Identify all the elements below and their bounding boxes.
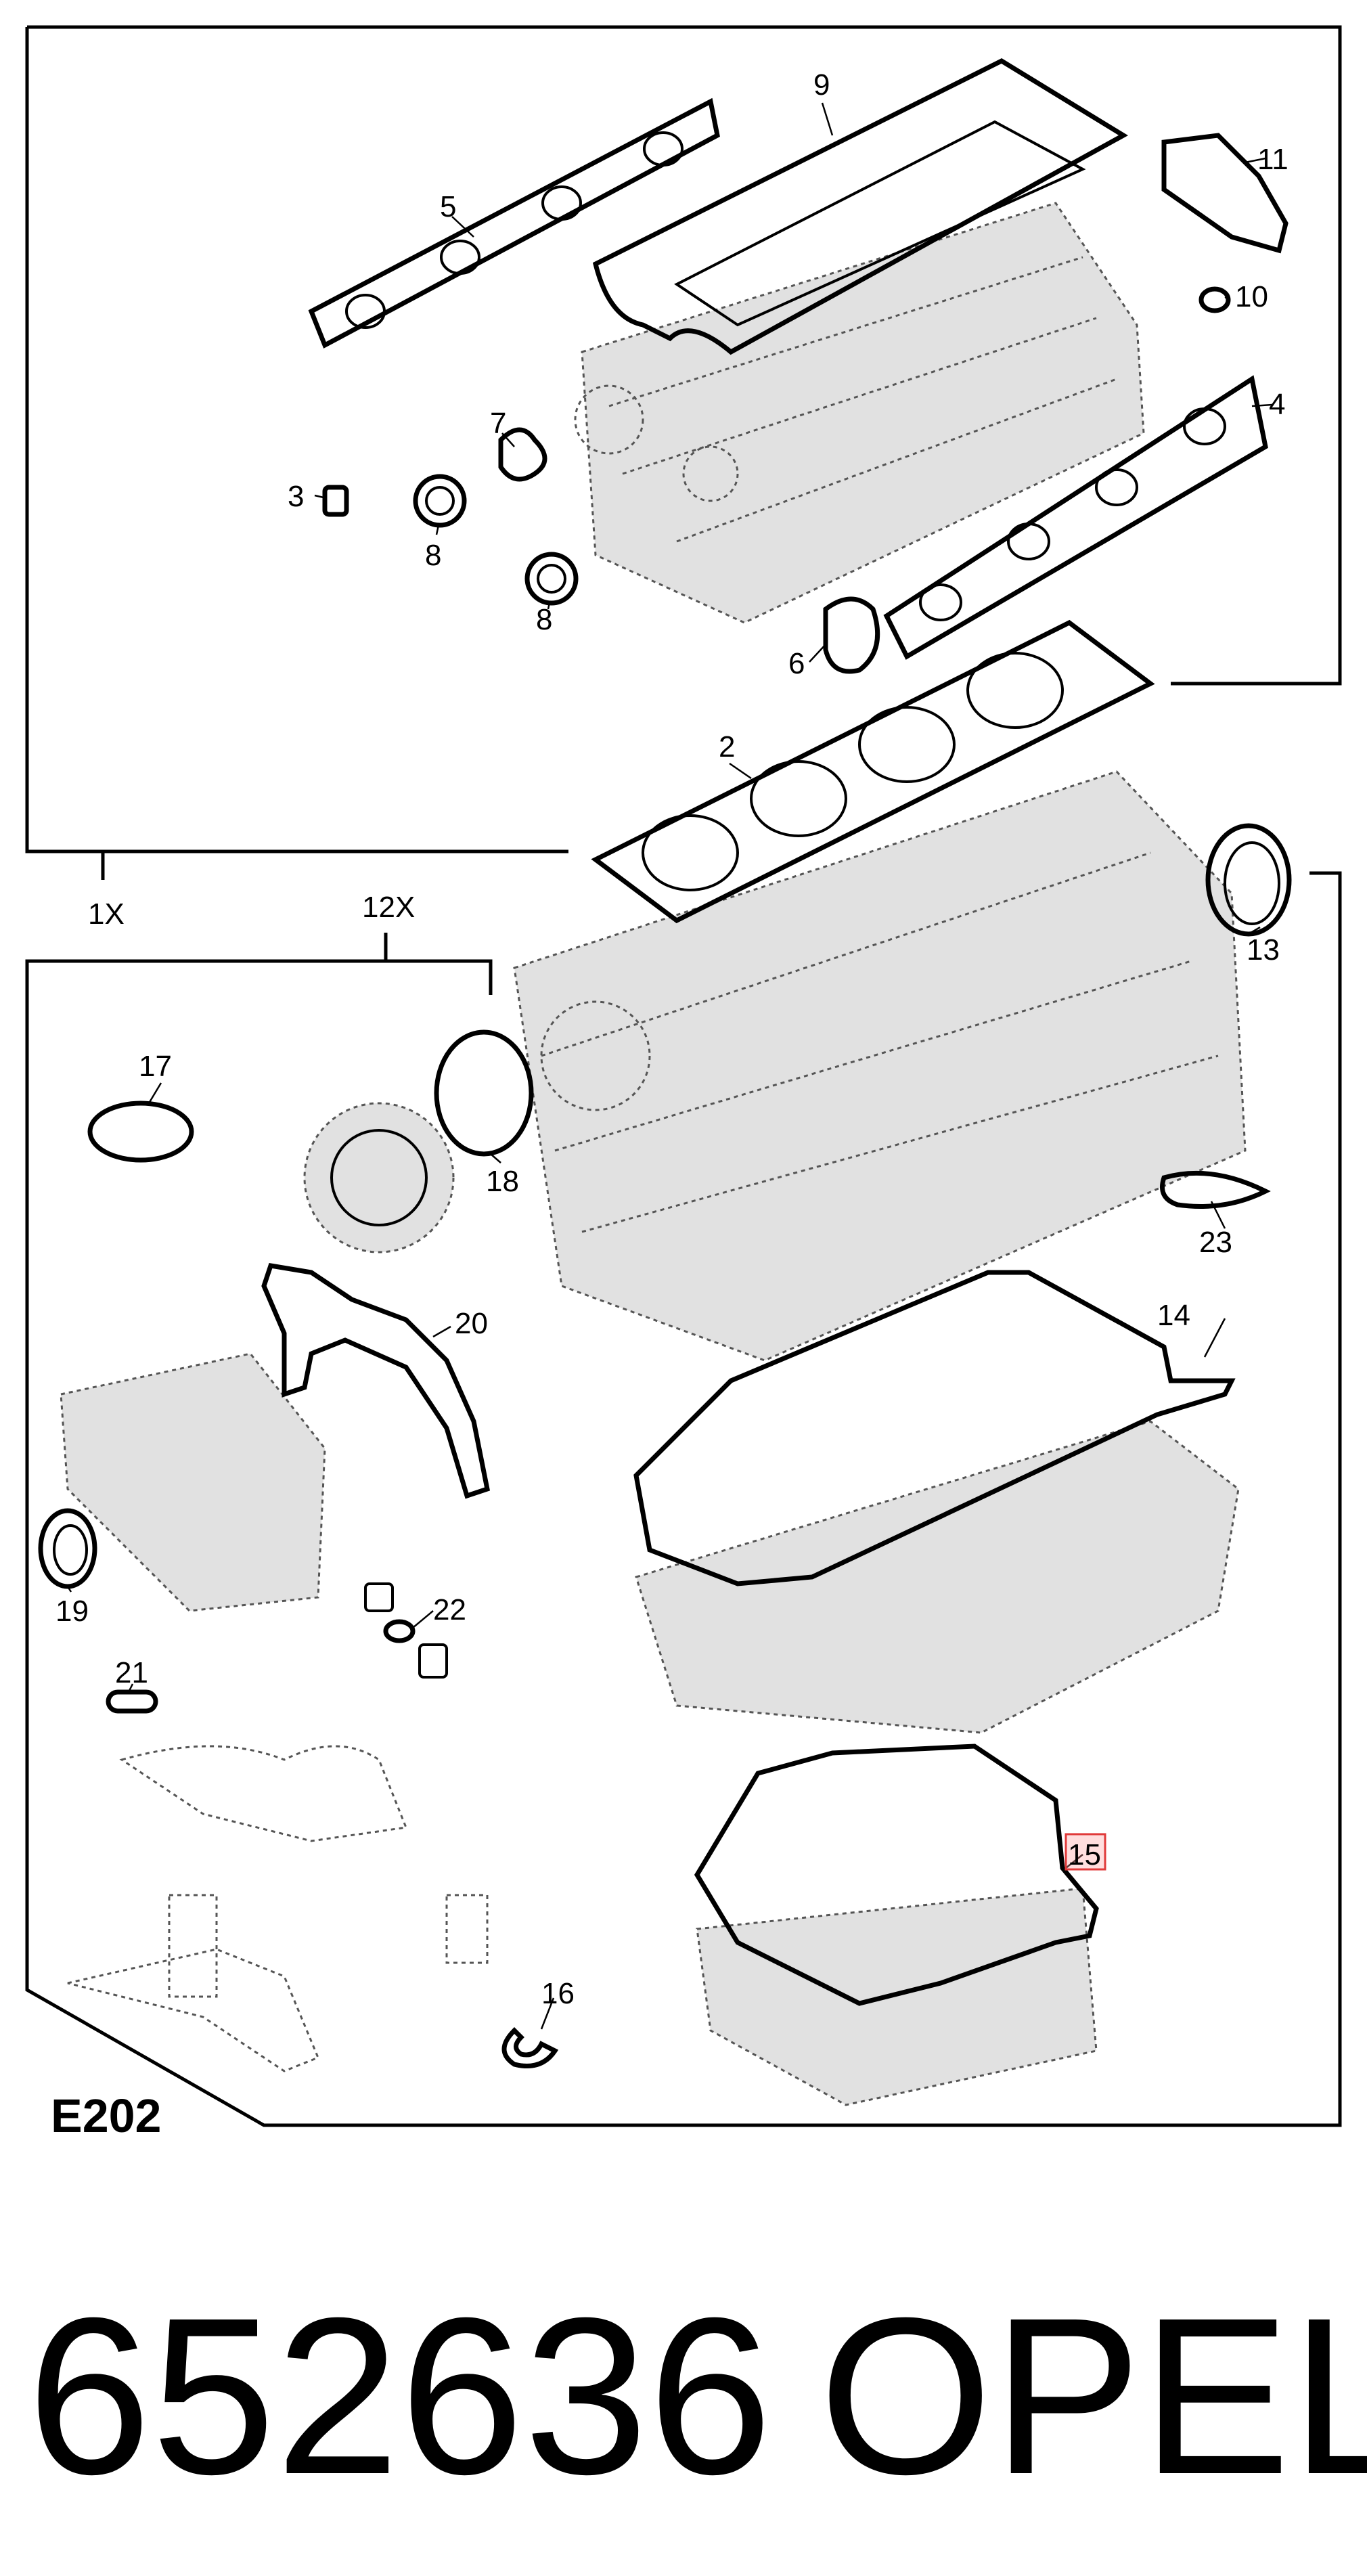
timing-cover-gasket [261, 1263, 491, 1499]
thermostat-housing-gasket [1161, 133, 1288, 254]
part-footer: 652636 OPEL [27, 2254, 1367, 2538]
callout-20: 20 [455, 1307, 488, 1340]
callout-22: 22 [433, 1593, 466, 1626]
small-cover-gasket [823, 596, 880, 674]
intake-manifold-gasket [308, 97, 720, 349]
small-o-ring [1198, 286, 1231, 313]
lower-group-frame [25, 871, 1342, 2127]
callout-15: 15 [1068, 1838, 1101, 1871]
callout-5: 5 [440, 190, 456, 223]
callout-2: 2 [719, 730, 735, 763]
callout-23: 23 [1199, 1226, 1232, 1259]
callout-19: 19 [55, 1595, 89, 1628]
set-label-lower: 12X [362, 891, 415, 924]
upper-group-frame [25, 25, 1342, 853]
small-seals-22 [364, 1582, 448, 1679]
callout-11: 11 [1257, 143, 1288, 176]
callout-17: 17 [139, 1050, 172, 1083]
callout-8a: 8 [425, 539, 441, 572]
callout-9: 9 [813, 68, 830, 102]
oil-pan-upper-gasket [633, 1270, 1236, 1586]
callout-13: 13 [1247, 933, 1280, 967]
large-o-ring [434, 1029, 534, 1157]
diagram-code: E202 [51, 2089, 161, 2142]
part-number: 652636 [27, 2271, 773, 2521]
callout-leader-lines [66, 102, 1273, 2030]
oil-pan-housing-outline [635, 1420, 1240, 2106]
small-seal-gasket [498, 427, 547, 482]
callout-21: 21 [115, 1656, 148, 1689]
timing-cover-outline [60, 1352, 326, 1612]
callout-8b: 8 [536, 603, 552, 636]
callout-7: 7 [490, 407, 506, 440]
callout-4: 4 [1269, 388, 1285, 421]
brand-name: OPEL [819, 2271, 1367, 2521]
engine-block-outline [513, 770, 1247, 1362]
flange-gasket [1160, 1170, 1271, 1209]
exhaust-manifold-gasket [883, 375, 1268, 660]
cylinder-head-outline [574, 202, 1145, 624]
cylinder-bore-holes [642, 652, 1064, 891]
valve-cover-gasket [592, 58, 1128, 355]
o-ring-17 [87, 1101, 194, 1163]
oil-pan-lower-gasket [694, 1744, 1099, 2006]
callout-14: 14 [1157, 1299, 1190, 1332]
callout-18: 18 [486, 1165, 519, 1198]
callout-3: 3 [288, 480, 304, 513]
retaining-clip [501, 2027, 559, 2068]
water-pump-outline [303, 1102, 455, 1253]
exhaust-port-holes [919, 407, 1226, 621]
camshaft-seal-1 [413, 474, 467, 528]
set-label-upper: 1X [88, 897, 125, 931]
cylinder-head-gasket [591, 619, 1155, 924]
camshaft-seal-2 [524, 552, 579, 606]
callout-15-highlight [1065, 1833, 1106, 1871]
small-gasket-21 [106, 1689, 158, 1714]
callout-16: 16 [541, 1977, 575, 2010]
intake-port-holes [345, 131, 684, 329]
valve-stem-seal [322, 485, 349, 517]
callout-10: 10 [1235, 280, 1268, 313]
callout-6: 6 [788, 647, 805, 680]
coolant-pipe-outline [67, 1745, 489, 2072]
